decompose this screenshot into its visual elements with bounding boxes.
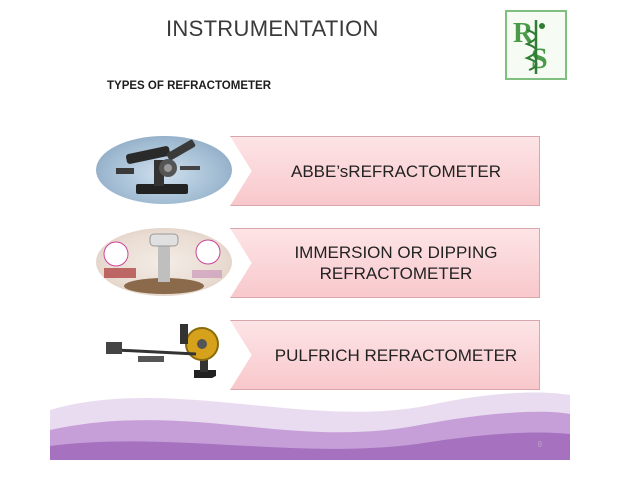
pulfrich-refractometer-icon: [106, 324, 219, 378]
slide-subtitle: TYPES OF REFRACTOMETER: [107, 80, 271, 92]
slide-title: INSTRUMENTATION: [166, 16, 379, 41]
immersion-refractometer-icon: [103, 233, 222, 294]
list-item: ABBE’sREFRACTOMETER: [50, 134, 570, 214]
abbe-refractometer-box: ABBE’sREFRACTOMETER: [230, 136, 540, 206]
abbe-refractometer-image: [96, 136, 232, 204]
rx-logo-icon: R S: [513, 18, 548, 75]
page-number: 9: [537, 440, 542, 449]
decorative-wave: [50, 392, 570, 460]
list-item: PULFRICH REFRACTOMETER: [50, 318, 570, 398]
svg-text:R: R: [513, 18, 534, 49]
abbe-refractometer-icon: [116, 139, 200, 194]
abbe-refractometer-label: ABBE’sREFRACTOMETER: [290, 161, 502, 181]
pulfrich-refractometer-box: PULFRICH REFRACTOMETER: [230, 320, 540, 390]
slide: INSTRUMENTATION R S TYPES OF REFRACTOMET…: [50, 0, 570, 460]
logo: R S: [505, 10, 567, 80]
immersion-refractometer-box: IMMERSION OR DIPPING REFRACTOMETER: [230, 228, 540, 298]
immersion-refractometer-label: IMMERSION OR DIPPING REFRACTOMETER: [294, 243, 498, 283]
pulfrich-refractometer-image: [96, 320, 232, 388]
pulfrich-refractometer-label: PULFRICH REFRACTOMETER: [274, 345, 518, 365]
immersion-refractometer-image: [96, 228, 232, 296]
list-item: IMMERSION OR DIPPING REFRACTOMETER: [50, 226, 570, 306]
